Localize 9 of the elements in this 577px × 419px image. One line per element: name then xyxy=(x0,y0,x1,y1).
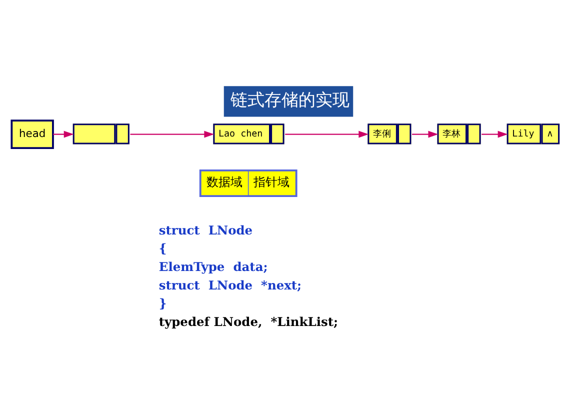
diagram-title: 链式存储的实现 xyxy=(230,89,350,110)
label: 数据域 xyxy=(206,174,242,189)
label: typedef LNode, *LinkList; xyxy=(158,314,338,329)
label: 指针域 xyxy=(254,174,290,189)
label: } xyxy=(158,296,167,310)
label: { xyxy=(158,241,167,256)
label: struct LNode xyxy=(158,222,253,237)
label: ElemType data; xyxy=(158,260,268,274)
label: struct LNode *next; xyxy=(158,278,302,292)
